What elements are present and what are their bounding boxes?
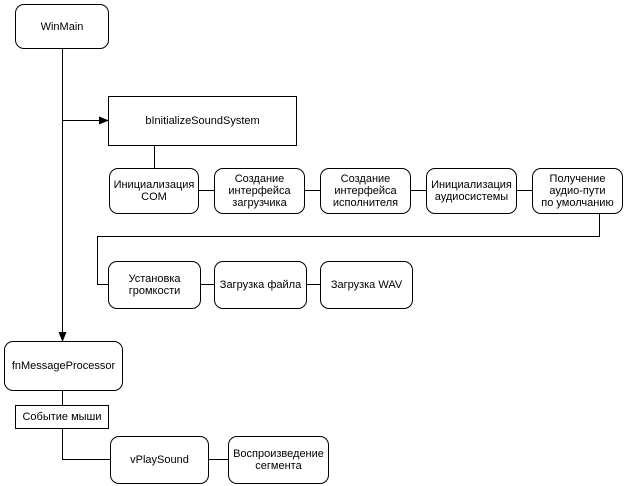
event-to-play-line [62, 428, 110, 460]
node-create-performer: Создание интерфейса исполнителя [320, 168, 411, 214]
wrap-line [97, 213, 600, 285]
node-init-audio-system: Инициализация аудиосистемы [426, 168, 517, 214]
node-mouse-event: Событие мыши [15, 405, 109, 429]
node-get-default-audiopath: Получение аудио-пути по умолчанию [532, 168, 623, 214]
node-play-segment: Воспроизведение сегмента [228, 436, 329, 484]
node-winmain: WinMain [15, 4, 109, 49]
node-create-loader: Создание интерфейса загрузчика [214, 168, 305, 214]
node-set-volume: Установка громкости [108, 261, 201, 309]
node-message-processor: fnMessageProcessor [4, 341, 123, 391]
node-play-sound: vPlaySound [110, 436, 209, 484]
node-load-file: Загрузка файла [214, 261, 307, 309]
node-init-com: Инициализация COM [109, 168, 199, 214]
node-init-sound-system: bInitializeSoundSystem [108, 96, 297, 146]
node-load-wav: Загрузка WAV [320, 261, 413, 309]
